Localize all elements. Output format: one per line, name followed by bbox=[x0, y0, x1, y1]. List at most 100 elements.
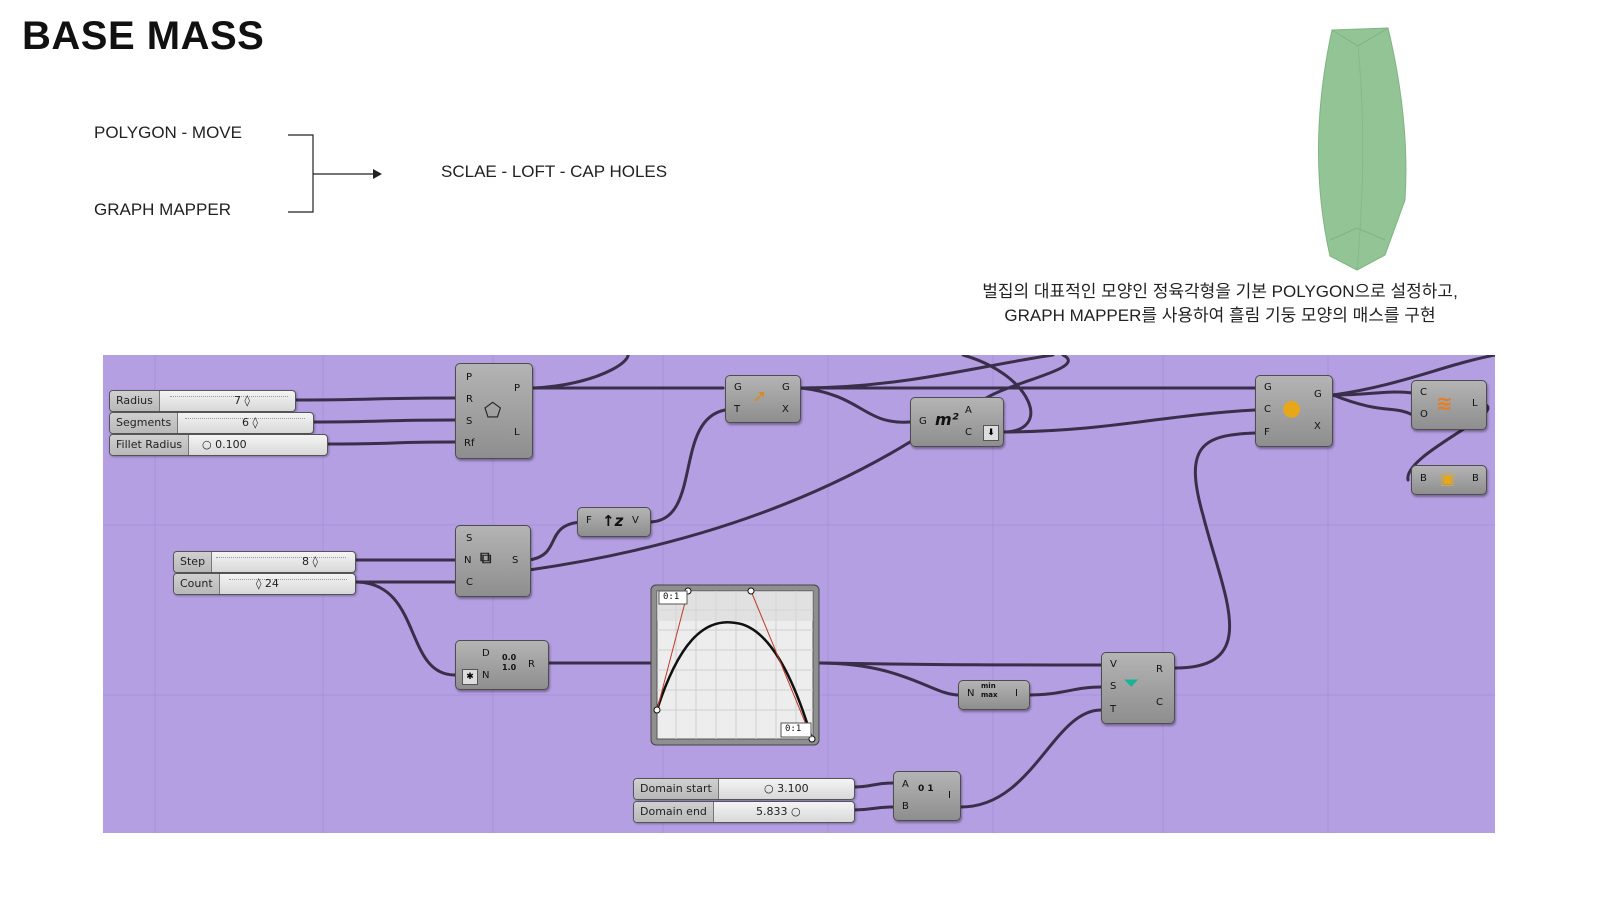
slider-step-value: 8 ◊ bbox=[302, 555, 318, 568]
graph-mapper[interactable] bbox=[650, 584, 820, 746]
scale-component[interactable]: G C F G X ● bbox=[1255, 375, 1333, 447]
port-p-in[interactable]: P bbox=[466, 372, 473, 383]
caption-line-1: 벌집의 대표적인 모양인 정육각형을 기본 POLYGON으로 설정하고, bbox=[982, 282, 1458, 301]
slider-segments-label: Segments bbox=[110, 413, 179, 433]
slider-count-label: Count bbox=[174, 574, 220, 594]
flow-input-graph-mapper: GRAPH MAPPER bbox=[94, 200, 231, 219]
port-b-in[interactable]: B bbox=[1420, 473, 1427, 484]
slider-fillet-radius[interactable]: Fillet Radius ○ 0.100 bbox=[109, 434, 328, 456]
slider-radius[interactable]: Radius 7 ◊ bbox=[109, 390, 296, 412]
port-x[interactable]: X bbox=[1314, 421, 1321, 432]
remap-icon: ⏷ bbox=[1124, 673, 1139, 694]
port-c[interactable]: C bbox=[466, 577, 473, 588]
slider-radius-label: Radius bbox=[110, 391, 160, 411]
slider-track bbox=[229, 579, 347, 585]
port-b[interactable]: B bbox=[902, 801, 909, 812]
port-a[interactable]: A bbox=[965, 405, 972, 416]
slider-step[interactable]: Step 8 ◊ bbox=[173, 551, 356, 573]
remap-component[interactable]: V S T R C ⏷ bbox=[1101, 652, 1175, 724]
area-icon: m² bbox=[935, 410, 959, 429]
port-g-out[interactable]: G bbox=[1314, 389, 1322, 400]
port-g-in[interactable]: G bbox=[1264, 382, 1272, 393]
port-f[interactable]: F bbox=[1264, 427, 1270, 438]
port-c[interactable]: C bbox=[1264, 404, 1271, 415]
port-v[interactable]: V bbox=[1110, 659, 1117, 670]
slider-domain-end[interactable]: Domain end 5.833 ○ bbox=[633, 801, 855, 823]
slider-domain-start-value: ○ 3.100 bbox=[764, 782, 809, 795]
move-icon: ➚ bbox=[752, 386, 768, 407]
move-component[interactable]: G T G X ➚ bbox=[725, 375, 801, 423]
range-component[interactable]: D N R ✱ 0.0 1.0 bbox=[455, 640, 549, 690]
range-icon: 0.0 1.0 bbox=[502, 653, 517, 672]
port-g-out[interactable]: G bbox=[782, 382, 790, 393]
port-rf[interactable]: Rf bbox=[464, 438, 475, 449]
port-l[interactable]: L bbox=[514, 427, 520, 438]
domain-end-text: 5.833 bbox=[756, 805, 788, 818]
port-c[interactable]: C bbox=[1156, 697, 1163, 708]
download-icon[interactable]: ⬇ bbox=[983, 425, 999, 441]
port-a[interactable]: A bbox=[902, 779, 909, 790]
port-n[interactable]: N bbox=[967, 688, 975, 699]
fillet-value-text: 0.100 bbox=[215, 438, 247, 451]
caption: 벌집의 대표적인 모양인 정육각형을 기본 POLYGON으로 설정하고, GR… bbox=[960, 280, 1480, 328]
port-l[interactable]: L bbox=[1472, 398, 1478, 409]
port-s-in[interactable]: S bbox=[466, 533, 473, 544]
polygon-component[interactable]: P R S Rf P L ⬠ bbox=[455, 363, 533, 459]
port-g-in[interactable]: G bbox=[734, 382, 742, 393]
port-c[interactable]: C bbox=[965, 427, 972, 438]
slider-domain-start[interactable]: Domain start ○ 3.100 bbox=[633, 778, 855, 800]
port-n[interactable]: N bbox=[464, 555, 472, 566]
port-d[interactable]: D bbox=[482, 648, 490, 659]
bounds-component[interactable]: N I min max bbox=[958, 680, 1030, 710]
domain-start-text: 3.100 bbox=[777, 782, 809, 795]
slider-fillet-radius-label: Fillet Radius bbox=[110, 435, 190, 455]
slider-count[interactable]: Count ◊ 24 bbox=[173, 573, 356, 595]
port-i[interactable]: I bbox=[1015, 688, 1018, 699]
area-component[interactable]: G A C m² ⬇ bbox=[910, 397, 1004, 447]
port-g[interactable]: G bbox=[919, 416, 927, 427]
slider-radius-value: 7 ◊ bbox=[234, 394, 250, 407]
port-c[interactable]: C bbox=[1420, 387, 1427, 398]
slider-domain-end-value: 5.833 ○ bbox=[756, 805, 801, 818]
caption-line-2: GRAPH MAPPER를 사용하여 흘림 기둥 모양의 매스를 구현 bbox=[1004, 306, 1436, 325]
slider-track bbox=[185, 418, 305, 424]
grasshopper-canvas[interactable]: 0:1 0:1 Radius 7 ◊ Segments 6 ◊ Fillet R… bbox=[103, 355, 1495, 833]
graph-mapper-corner-top-left: 0:1 bbox=[663, 592, 680, 602]
polygon-icon: ⬠ bbox=[484, 398, 502, 422]
port-i[interactable]: I bbox=[948, 790, 951, 801]
construct-domain-icon: 0 1 bbox=[918, 784, 934, 794]
scale-icon: ● bbox=[1282, 396, 1302, 421]
series-component[interactable]: S N C S ⧉ bbox=[455, 525, 531, 597]
slider-segments[interactable]: Segments 6 ◊ bbox=[109, 412, 314, 434]
port-r[interactable]: R bbox=[528, 659, 535, 670]
port-t[interactable]: T bbox=[734, 404, 741, 415]
port-x[interactable]: X bbox=[782, 404, 789, 415]
slider-fillet-radius-value: ○ 0.100 bbox=[202, 438, 247, 451]
flow-output: SCLAE - LOFT - CAP HOLES bbox=[441, 162, 668, 181]
port-s-out[interactable]: S bbox=[512, 555, 519, 566]
port-n[interactable]: N bbox=[482, 670, 490, 681]
construct-domain-component[interactable]: A B I 0 1 bbox=[893, 771, 961, 821]
port-p-out[interactable]: P bbox=[514, 383, 521, 394]
slider-domain-end-label: Domain end bbox=[634, 802, 714, 822]
loft-component[interactable]: C O L ≋ bbox=[1411, 380, 1487, 430]
port-v[interactable]: V bbox=[632, 515, 639, 526]
port-r[interactable]: R bbox=[1156, 664, 1163, 675]
port-f[interactable]: F bbox=[586, 515, 592, 526]
bounds-icon: min max bbox=[981, 682, 998, 699]
port-r[interactable]: R bbox=[466, 394, 473, 405]
cap-holes-icon: ▣ bbox=[1440, 469, 1456, 488]
graph-mapper-corner-bottom-right: 0:1 bbox=[785, 724, 802, 734]
port-t[interactable]: T bbox=[1110, 704, 1117, 715]
unit-z-component[interactable]: F V ↑z bbox=[577, 507, 651, 537]
port-s[interactable]: S bbox=[1110, 681, 1117, 692]
wire-layer bbox=[103, 355, 1495, 833]
slider-domain-start-label: Domain start bbox=[634, 779, 719, 799]
port-o[interactable]: O bbox=[1420, 409, 1428, 420]
cap-holes-component[interactable]: B B ▣ bbox=[1411, 465, 1487, 495]
asterisk-icon[interactable]: ✱ bbox=[462, 669, 478, 685]
port-s[interactable]: S bbox=[466, 416, 473, 427]
flow-input-polygon-move: POLYGON - MOVE bbox=[94, 123, 242, 142]
port-b-out[interactable]: B bbox=[1472, 473, 1479, 484]
base-mass-render bbox=[1318, 27, 1407, 271]
